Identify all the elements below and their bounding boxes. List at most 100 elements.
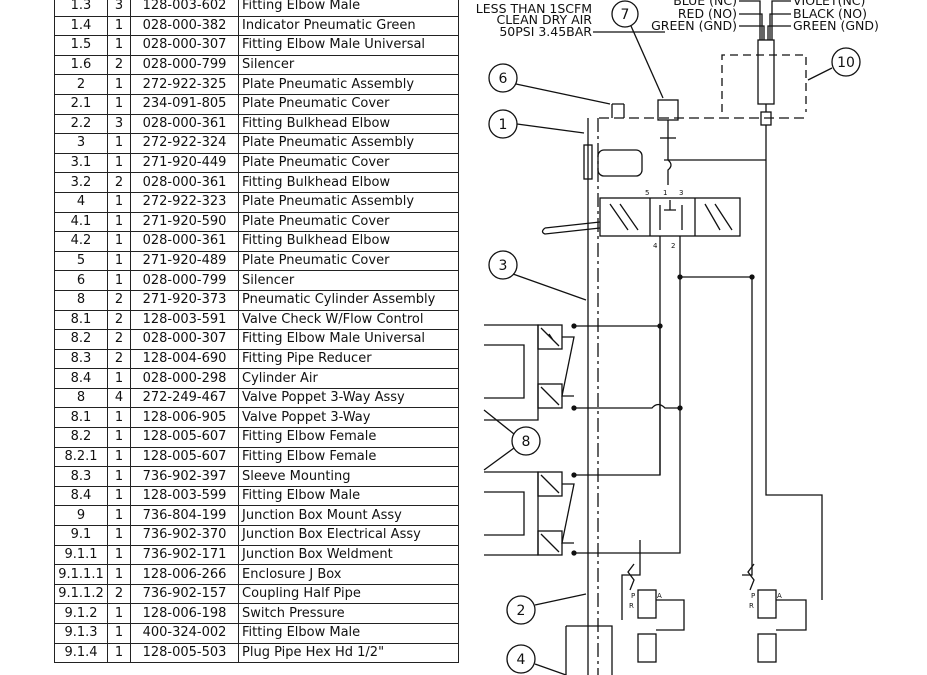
balloon-6 bbox=[488, 63, 518, 93]
indicator-pneumatic bbox=[597, 149, 643, 177]
supply-line bbox=[667, 138, 672, 185]
bom-part-cell: 272-922-324 bbox=[130, 133, 239, 154]
bom-part-cell: 271-920-590 bbox=[130, 211, 239, 233]
bom-part-cell: 128-003-602 bbox=[130, 0, 239, 17]
bom-part-cell: 736-804-199 bbox=[130, 505, 239, 527]
valve-port-p-2: P bbox=[751, 592, 755, 600]
pressure-switch-outline bbox=[721, 54, 807, 112]
wire-label-red: RED (NO) bbox=[678, 6, 737, 21]
valve-port-a-2: A bbox=[777, 592, 782, 600]
bom-item-cell: 9.1 bbox=[54, 525, 108, 546]
directional-valve: 5 1 3 4 2 bbox=[541, 189, 741, 250]
port-label-5: 5 bbox=[645, 189, 649, 197]
bom-item-cell: 4.2 bbox=[54, 231, 108, 252]
valve-port-a: A bbox=[657, 592, 662, 600]
bom-desc-cell: Fitting Elbow Male bbox=[238, 485, 459, 507]
bom-desc-cell: Plate Pneumatic Cover bbox=[238, 152, 459, 174]
supply-fitting-7 bbox=[657, 99, 679, 121]
bom-part-cell: 128-005-503 bbox=[130, 642, 239, 664]
air-note-line-3: 50PSI 3.45BAR bbox=[499, 24, 592, 39]
bom-part-cell: 128-006-266 bbox=[130, 564, 239, 585]
balloon-4 bbox=[506, 644, 536, 674]
bom-desc-cell: Enclosure J Box bbox=[238, 564, 459, 585]
bom-desc-cell: Fitting Elbow Male Universal bbox=[238, 329, 459, 350]
bom-desc-cell: Fitting Elbow Male bbox=[238, 623, 459, 644]
bom-desc-cell: Plate Pneumatic Assembly bbox=[238, 191, 459, 213]
port-label-1: 1 bbox=[663, 189, 667, 197]
bom-desc-cell: Fitting Pipe Reducer bbox=[238, 348, 459, 370]
wire-label-black: BLACK (NO) bbox=[793, 6, 867, 21]
balloon-2 bbox=[506, 595, 536, 625]
bom-item-cell: 8.2 bbox=[54, 427, 108, 448]
bom-item-cell: 3.1 bbox=[54, 152, 108, 174]
balloon-7-label: 7 bbox=[621, 7, 630, 23]
bom-item-cell: 8.2.1 bbox=[54, 446, 108, 468]
balloon-1-label: 1 bbox=[499, 117, 508, 133]
port-label-2: 2 bbox=[671, 242, 675, 250]
bom-desc-cell: Fitting Bulkhead Elbow bbox=[238, 231, 459, 252]
bom-desc-cell: Coupling Half Pipe bbox=[238, 583, 459, 605]
cylinder-lower bbox=[484, 471, 575, 556]
bom-part-cell: 028-000-307 bbox=[130, 329, 239, 350]
bom-desc-cell: Junction Box Electrical Assy bbox=[238, 525, 459, 546]
bom-part-cell: 028-000-361 bbox=[130, 113, 239, 135]
balloon-8 bbox=[511, 426, 541, 456]
bom-item-cell: 9.1.3 bbox=[54, 623, 108, 644]
balloon-10 bbox=[831, 47, 861, 77]
wire-label-blue: BLUE (NC) bbox=[673, 0, 737, 8]
bom-part-cell: 028-000-298 bbox=[130, 368, 239, 389]
bom-part-cell: 128-005-607 bbox=[130, 446, 239, 468]
valve-port-r-2: R bbox=[749, 602, 754, 610]
bom-item-cell: 1.5 bbox=[54, 35, 108, 56]
bom-part-cell: 272-922-323 bbox=[130, 191, 239, 213]
bom-desc-cell: Sleeve Mounting bbox=[238, 466, 459, 487]
bom-part-cell: 736-902-171 bbox=[130, 544, 239, 566]
bom-desc-cell: Plug Pipe Hex Hd 1/2" bbox=[238, 642, 459, 664]
bom-desc-cell: Plate Pneumatic Assembly bbox=[238, 74, 459, 95]
valve-port-r: R bbox=[629, 602, 634, 610]
bom-part-cell: 272-922-325 bbox=[130, 74, 239, 95]
bom-item-cell: 1.6 bbox=[54, 54, 108, 76]
balloon-7 bbox=[611, 0, 639, 28]
bom-part-cell: 271-920-489 bbox=[130, 250, 239, 272]
wire-label-green-right: GREEN (GND) bbox=[793, 18, 879, 33]
bom-part-cell: 028-000-361 bbox=[130, 231, 239, 252]
bom-desc-cell: Fitting Bulkhead Elbow bbox=[238, 113, 459, 135]
balloon-4-label: 4 bbox=[517, 652, 526, 668]
port-label-3: 3 bbox=[679, 189, 683, 197]
wire-leaders bbox=[739, 0, 823, 600]
bom-item-cell: 8.3 bbox=[54, 466, 108, 487]
bom-item-cell: 9.1.4 bbox=[54, 642, 108, 664]
balloon-2-label: 2 bbox=[517, 603, 526, 619]
bom-desc-cell: Pneumatic Cylinder Assembly bbox=[238, 289, 459, 311]
bom-desc-cell: Fitting Elbow Male bbox=[238, 0, 459, 17]
silencer-6 bbox=[611, 103, 625, 118]
indicator-bezel bbox=[583, 144, 593, 180]
wire-label-green-left: GREEN (GND) bbox=[651, 18, 737, 33]
